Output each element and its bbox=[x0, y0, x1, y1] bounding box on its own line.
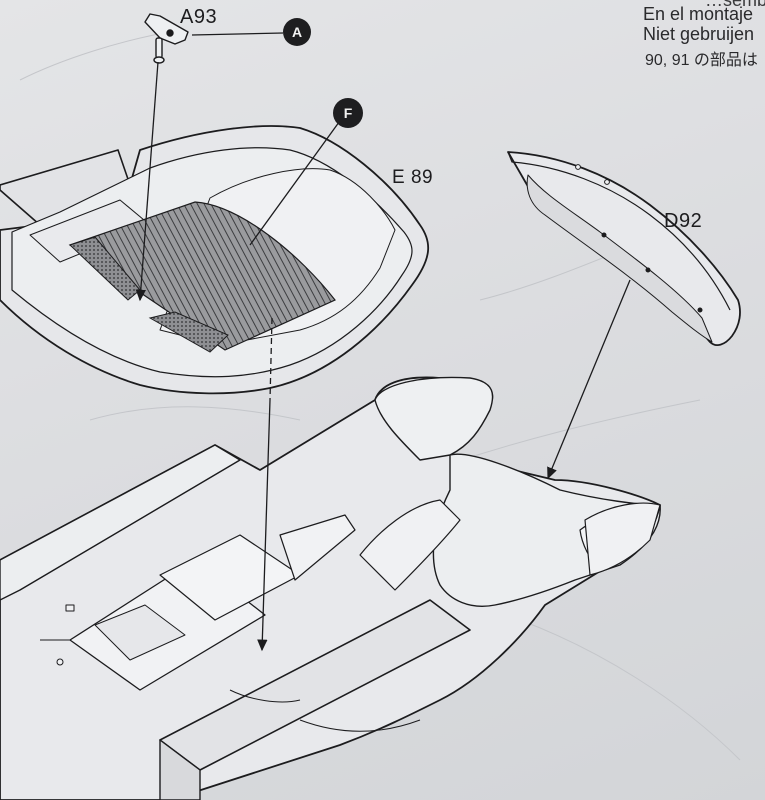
instruction-line-top: …semb bbox=[704, 0, 765, 10]
part-label-a93: A93 bbox=[180, 6, 218, 28]
assembly-arrows bbox=[135, 32, 631, 652]
part-label-d92: D92 bbox=[664, 210, 703, 232]
part-label-e89: E 89 bbox=[392, 167, 434, 188]
callout-f: F bbox=[333, 98, 363, 128]
part-a93 bbox=[144, 13, 189, 64]
callout-f-text: F bbox=[344, 105, 353, 121]
callout-a: A bbox=[283, 18, 311, 46]
instruction-line-nl: Niet gebruijen bbox=[643, 24, 755, 44]
chassis-body bbox=[0, 376, 661, 800]
rear-spoiler-d92 bbox=[507, 151, 741, 347]
callout-a-text: A bbox=[292, 24, 302, 40]
instruction-line-jp: 90, 91 の部品は bbox=[645, 52, 758, 69]
engine-grille bbox=[68, 201, 336, 353]
instruction-line-es: En el montaje bbox=[643, 4, 754, 24]
